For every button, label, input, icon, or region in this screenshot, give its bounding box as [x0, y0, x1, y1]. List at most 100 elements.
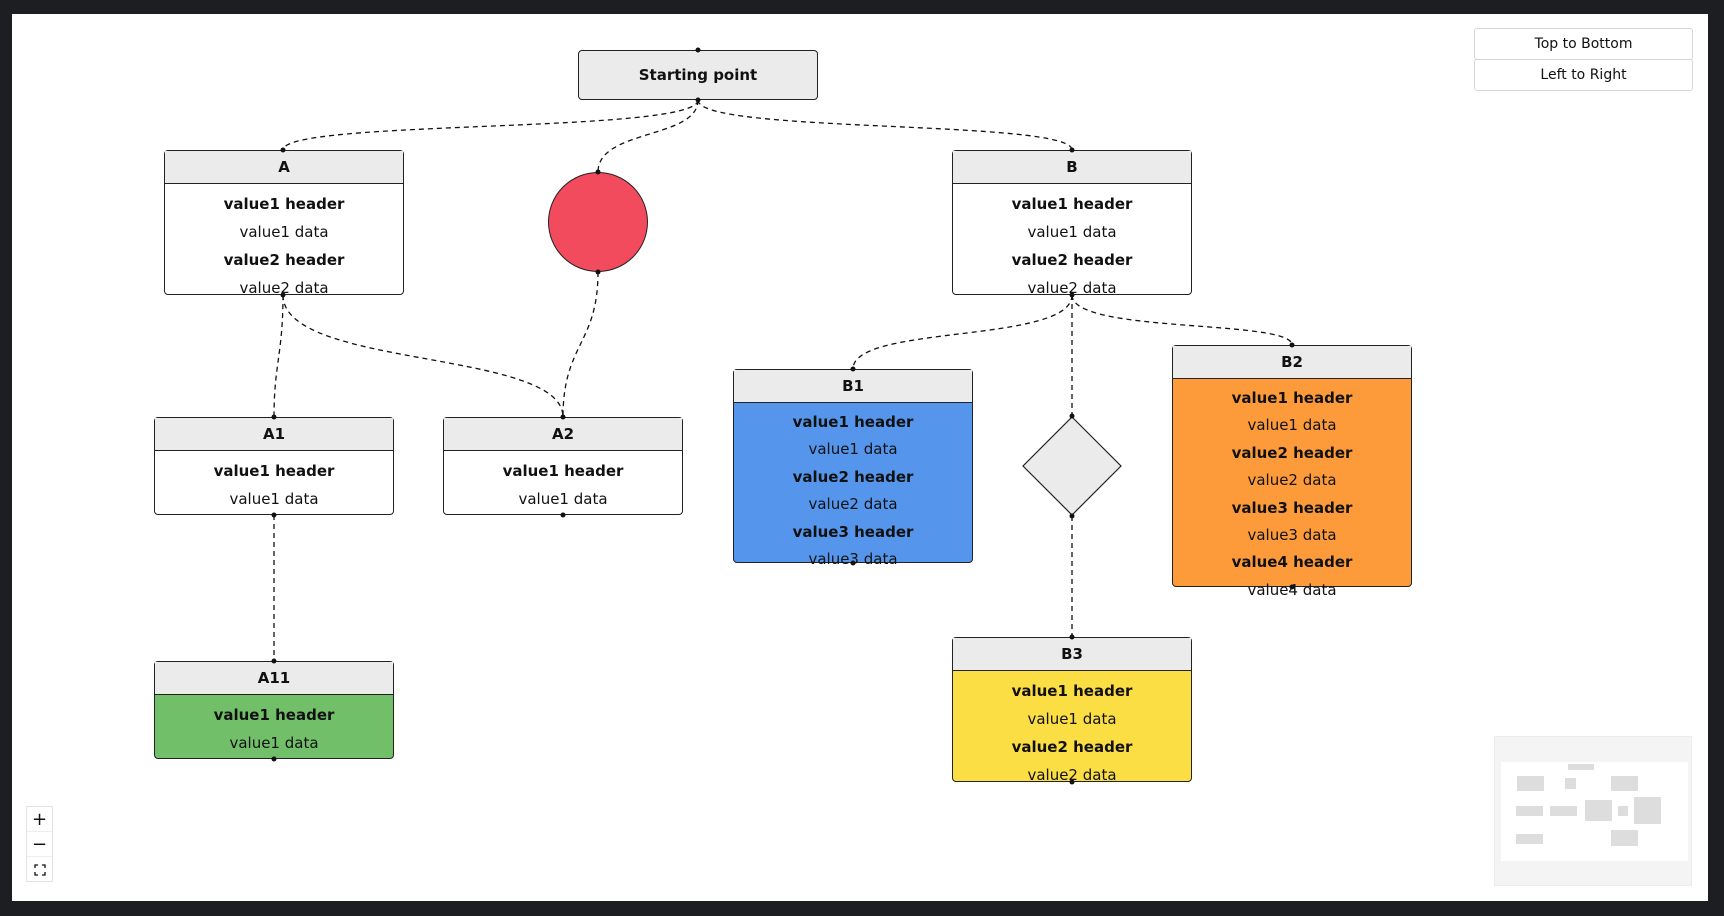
- node-a-row: value2 header: [223, 251, 345, 269]
- node-a1-body: value1 header value1 data: [155, 451, 393, 513]
- handle[interactable]: [1069, 147, 1075, 153]
- node-a11-body: value1 header value1 data: [155, 695, 393, 757]
- node-b2-row: value4 header: [1231, 553, 1353, 572]
- edge-start-to-circle[interactable]: [597, 99, 699, 173]
- node-circle[interactable]: [548, 172, 648, 272]
- minimap-node: [1516, 834, 1543, 844]
- node-b2-row: value3 data: [1247, 525, 1337, 544]
- handle[interactable]: [560, 414, 566, 420]
- node-a2-title: A2: [444, 418, 682, 451]
- zoom-out-button[interactable]: −: [27, 832, 52, 857]
- node-b-row: value2 data: [1027, 279, 1117, 297]
- zoom-controls: + −: [26, 806, 53, 882]
- handle[interactable]: [595, 269, 601, 275]
- node-b3-title: B3: [953, 638, 1191, 671]
- handle[interactable]: [850, 560, 856, 566]
- edge-start-to-a[interactable]: [282, 99, 699, 151]
- node-a11-row: value1 header: [213, 706, 335, 724]
- node-starting-point-label: Starting point: [638, 66, 758, 84]
- node-b1-row: value1 data: [808, 440, 898, 459]
- node-a11[interactable]: A11 value1 header value1 data: [154, 661, 394, 759]
- node-a11-title: A11: [155, 662, 393, 695]
- minimap-node: [1550, 806, 1577, 816]
- node-starting-point[interactable]: Starting point: [578, 50, 818, 100]
- node-b2-title: B2: [1173, 346, 1411, 379]
- minimap-node: [1516, 806, 1543, 816]
- handle[interactable]: [1069, 413, 1075, 419]
- handle[interactable]: [850, 366, 856, 372]
- minimap-node: [1565, 778, 1576, 789]
- node-b-row: value1 data: [1027, 223, 1117, 241]
- node-a-row: value2 data: [239, 279, 329, 297]
- minimap-node: [1618, 806, 1628, 816]
- fit-view-icon: [33, 863, 46, 876]
- node-b1-body: value1 header value1 data value2 header val…: [734, 403, 972, 573]
- node-b1-row: value2 data: [808, 495, 898, 514]
- minimap-node: [1585, 800, 1612, 821]
- handle[interactable]: [695, 97, 701, 103]
- node-b-body: value1 header value1 data value2 header val…: [953, 184, 1191, 302]
- minimap[interactable]: [1494, 736, 1692, 886]
- node-a1-row: value1 data: [229, 490, 319, 508]
- node-b3-row: value2 data: [1027, 766, 1117, 784]
- node-b3-row: value1 header: [1011, 682, 1133, 700]
- node-b1[interactable]: B1 value1 header value1 data value2 header…: [733, 369, 973, 568]
- node-b1-row: value3 header: [792, 522, 914, 541]
- handle[interactable]: [1069, 634, 1075, 640]
- minimap-node: [1568, 764, 1594, 770]
- edge-a-to-a2[interactable]: [282, 294, 564, 418]
- handle[interactable]: [271, 414, 277, 420]
- zoom-in-button[interactable]: +: [27, 807, 52, 832]
- handle[interactable]: [1069, 779, 1075, 785]
- handle[interactable]: [280, 147, 286, 153]
- handle[interactable]: [595, 169, 601, 175]
- handle[interactable]: [280, 292, 286, 298]
- node-b1-row: value2 header: [792, 467, 914, 486]
- node-diamond[interactable]: [1022, 416, 1122, 516]
- handle[interactable]: [560, 512, 566, 518]
- node-a11-row: value1 data: [229, 734, 319, 752]
- node-b2-row: value3 header: [1231, 498, 1353, 517]
- edge-b-to-b1[interactable]: [852, 294, 1073, 370]
- node-a2-row: value1 data: [518, 490, 608, 508]
- handle[interactable]: [271, 658, 277, 664]
- node-b-row: value1 header: [1011, 195, 1133, 213]
- node-a-row: value1 header: [223, 195, 345, 213]
- handle[interactable]: [271, 756, 277, 762]
- node-b3-row: value1 data: [1027, 710, 1117, 728]
- left-to-right-button[interactable]: Left to Right: [1474, 59, 1693, 91]
- node-b1-title: B1: [734, 370, 972, 403]
- edge-start-to-b[interactable]: [697, 99, 1073, 151]
- handle[interactable]: [1289, 584, 1295, 590]
- node-b1-row: value1 header: [792, 413, 914, 431]
- node-b2-row: value4 data: [1247, 580, 1337, 599]
- minus-icon: −: [31, 833, 48, 855]
- node-b-row: value2 header: [1011, 251, 1133, 269]
- minimap-node: [1517, 776, 1544, 791]
- edge-a-to-a1[interactable]: [273, 294, 284, 418]
- minimap-node: [1611, 830, 1638, 846]
- minimap-node: [1611, 776, 1638, 791]
- edge-circle-to-a2[interactable]: [562, 271, 599, 418]
- fit-view-button[interactable]: [27, 857, 52, 882]
- minimap-node: [1634, 797, 1661, 824]
- node-b1-row: value3 data: [808, 549, 898, 568]
- handle[interactable]: [271, 512, 277, 518]
- handle[interactable]: [1069, 513, 1075, 519]
- node-a1-row: value1 header: [213, 462, 335, 480]
- handle[interactable]: [695, 47, 701, 53]
- handle[interactable]: [1069, 292, 1075, 298]
- top-to-bottom-button[interactable]: Top to Bottom: [1474, 28, 1693, 60]
- handle[interactable]: [1289, 342, 1295, 348]
- edge-b-to-b2[interactable]: [1071, 294, 1293, 346]
